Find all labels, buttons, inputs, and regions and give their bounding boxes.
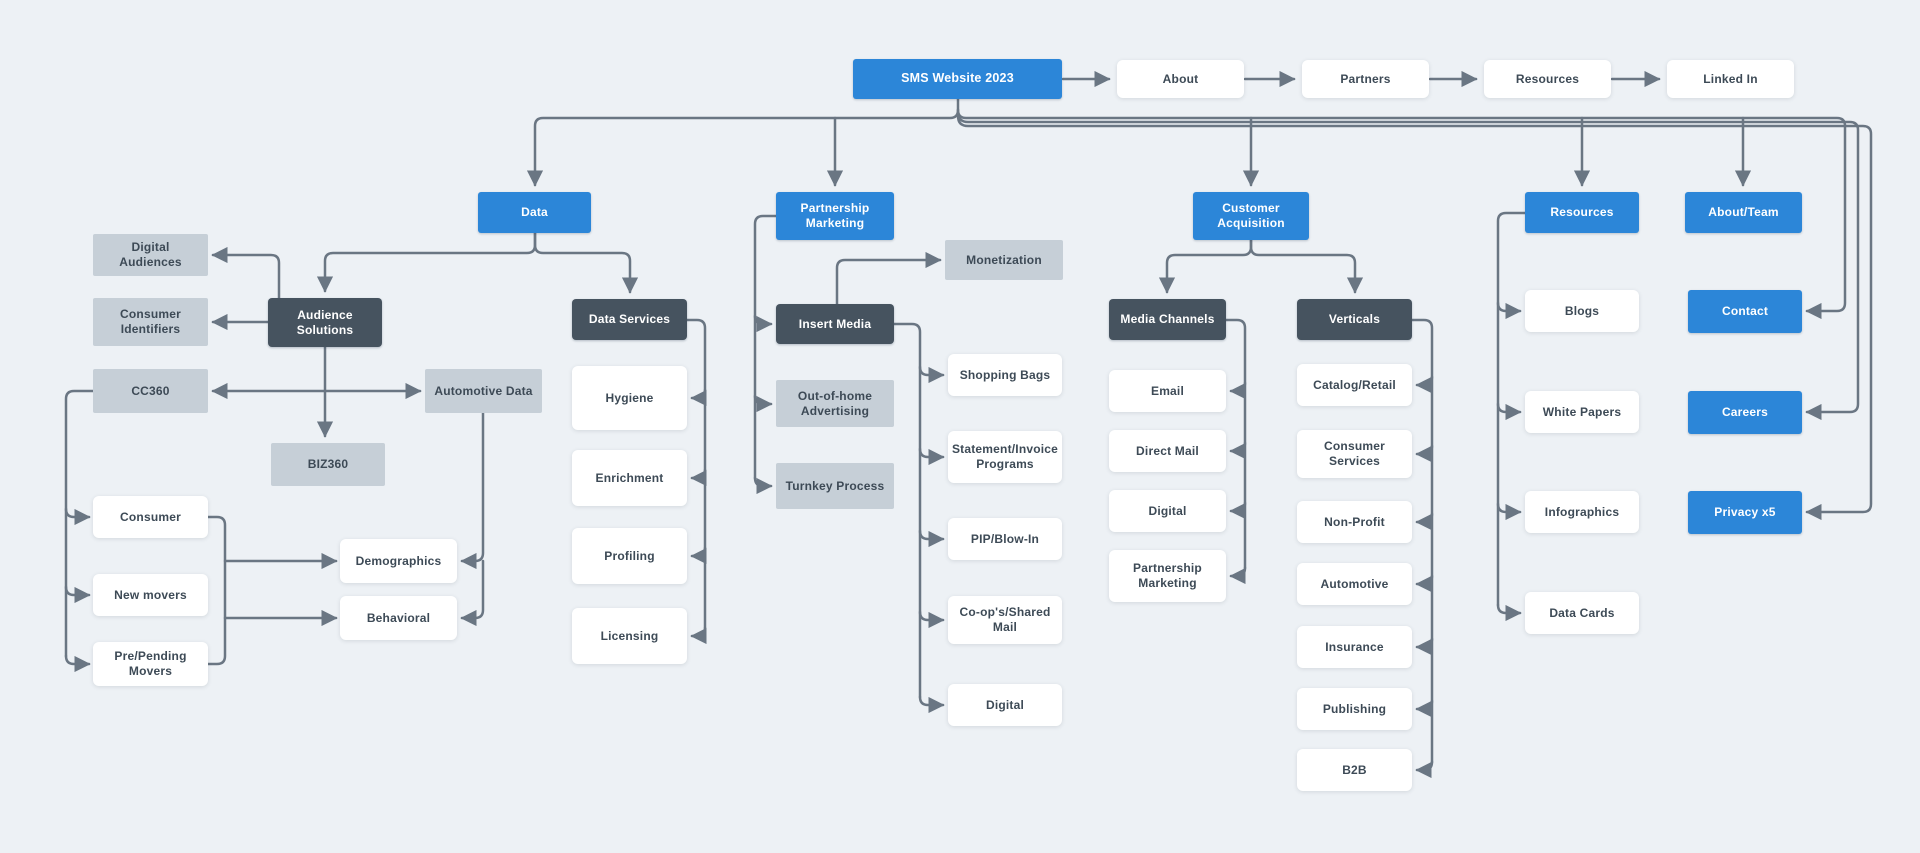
node-catalog-retail[interactable]: Catalog/Retail xyxy=(1297,364,1412,406)
node-cc360[interactable]: CC360 xyxy=(93,369,208,413)
node-profiling[interactable]: Profiling xyxy=(572,528,687,584)
node-resources-section[interactable]: Resources xyxy=(1525,192,1639,233)
node-contact[interactable]: Contact xyxy=(1688,290,1802,333)
node-partnership-marketing[interactable]: Partnership Marketing xyxy=(776,192,894,240)
node-statement-invoice-programs[interactable]: Statement/Invoice Programs xyxy=(948,431,1062,483)
node-co-ops-shared-mail[interactable]: Co-op's/Shared Mail xyxy=(948,596,1062,644)
node-consumer[interactable]: Consumer xyxy=(93,496,208,538)
node-digital-insert-media[interactable]: Digital xyxy=(948,684,1062,726)
node-customer-acquisition[interactable]: Customer Acquisition xyxy=(1193,192,1309,240)
node-infographics[interactable]: Infographics xyxy=(1525,491,1639,533)
node-monetization[interactable]: Monetization xyxy=(945,240,1063,280)
node-verticals[interactable]: Verticals xyxy=(1297,299,1412,340)
node-careers[interactable]: Careers xyxy=(1688,391,1802,434)
node-publishing[interactable]: Publishing xyxy=(1297,688,1412,730)
node-b2b[interactable]: B2B xyxy=(1297,749,1412,791)
node-digital-audiences[interactable]: Digital Audiences xyxy=(93,234,208,276)
node-direct-mail[interactable]: Direct Mail xyxy=(1109,430,1226,472)
node-digital-media-channel[interactable]: Digital xyxy=(1109,490,1226,532)
node-data[interactable]: Data xyxy=(478,192,591,233)
node-privacy-x5[interactable]: Privacy x5 xyxy=(1688,491,1802,534)
node-partners[interactable]: Partners xyxy=(1302,60,1429,98)
node-behavioral[interactable]: Behavioral xyxy=(340,596,457,640)
node-about[interactable]: About xyxy=(1117,60,1244,98)
node-licensing[interactable]: Licensing xyxy=(572,608,687,664)
node-pip-blow-in[interactable]: PIP/Blow-In xyxy=(948,518,1062,560)
node-biz360[interactable]: BIZ360 xyxy=(271,443,385,486)
node-automotive[interactable]: Automotive xyxy=(1297,563,1412,605)
node-data-cards[interactable]: Data Cards xyxy=(1525,592,1639,634)
node-turnkey-process[interactable]: Turnkey Process xyxy=(776,463,894,509)
node-out-of-home-advertising[interactable]: Out-of-home Advertising xyxy=(776,380,894,427)
node-demographics[interactable]: Demographics xyxy=(340,539,457,583)
node-automotive-data[interactable]: Automotive Data xyxy=(425,369,542,413)
node-enrichment[interactable]: Enrichment xyxy=(572,450,687,506)
node-white-papers[interactable]: White Papers xyxy=(1525,391,1639,433)
node-consumer-services[interactable]: Consumer Services xyxy=(1297,430,1412,478)
node-linked-in[interactable]: Linked In xyxy=(1667,60,1794,98)
node-resources-top[interactable]: Resources xyxy=(1484,60,1611,98)
node-media-channels[interactable]: Media Channels xyxy=(1109,299,1226,340)
node-blogs[interactable]: Blogs xyxy=(1525,290,1639,332)
node-insert-media[interactable]: Insert Media xyxy=(776,304,894,344)
node-consumer-identifiers[interactable]: Consumer Identifiers xyxy=(93,298,208,346)
node-shopping-bags[interactable]: Shopping Bags xyxy=(948,354,1062,396)
node-sms-website-2023[interactable]: SMS Website 2023 xyxy=(853,59,1062,99)
node-data-services[interactable]: Data Services xyxy=(572,299,687,340)
node-new-movers[interactable]: New movers xyxy=(93,574,208,616)
node-email[interactable]: Email xyxy=(1109,370,1226,412)
node-pre-pending-movers[interactable]: Pre/Pending Movers xyxy=(93,642,208,686)
node-hygiene[interactable]: Hygiene xyxy=(572,366,687,430)
node-about-team[interactable]: About/Team xyxy=(1685,192,1802,233)
node-insurance[interactable]: Insurance xyxy=(1297,626,1412,668)
node-partnership-marketing-channel[interactable]: Partnership Marketing xyxy=(1109,550,1226,602)
node-non-profit[interactable]: Non-Profit xyxy=(1297,501,1412,543)
node-audience-solutions[interactable]: Audience Solutions xyxy=(268,298,382,347)
